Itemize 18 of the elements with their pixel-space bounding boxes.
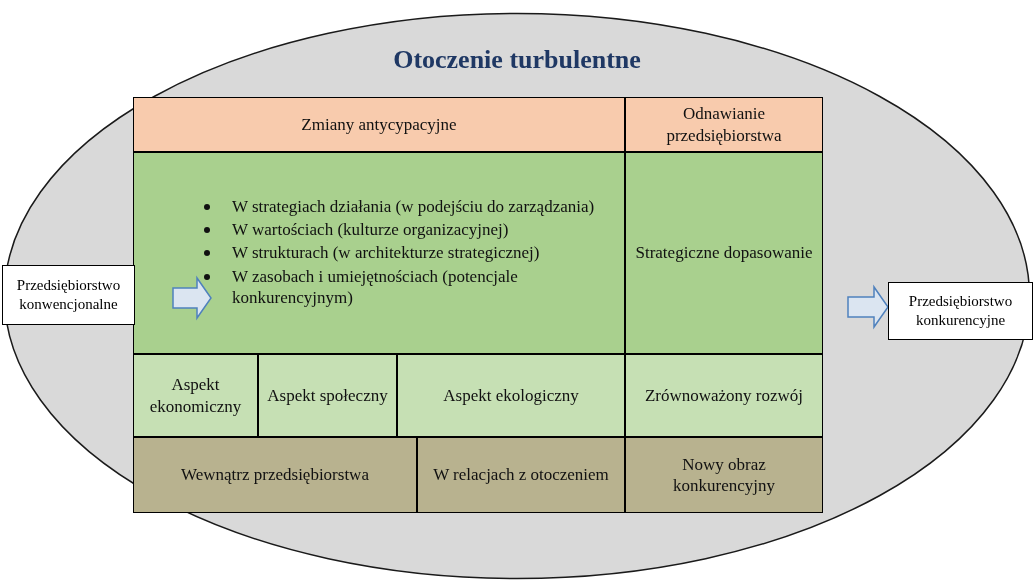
bullet-text: W wartościach (kulturze organizacyjnej) xyxy=(232,219,509,241)
bullet-text: W strukturach (w architekturze strategicznej) xyxy=(232,242,540,264)
table-cell: Zmiany antycypacyjne xyxy=(133,97,625,152)
table-cell: Wewnątrz przedsiębiorstwa xyxy=(133,437,417,513)
bullet-text: W strategiach działania (w podejściu do zarządzania) xyxy=(232,195,595,218)
table-cell: Aspekt społeczny xyxy=(258,354,397,437)
table-cell xyxy=(133,152,625,354)
table-cell: Strategiczne dopasowanie xyxy=(625,152,823,354)
block-arrow xyxy=(847,284,889,330)
title-text: Otoczenie turbulentne xyxy=(393,45,641,74)
table-cell: Odnawianie przedsiębiorstwa xyxy=(625,97,823,152)
table-cell: W relacjach z otoczeniem xyxy=(417,437,625,513)
bullet-text: W zasobach i umiejętnościach (potencjale konkurencyjnym) xyxy=(232,265,519,309)
block-arrow xyxy=(172,275,212,321)
table-cell: Nowy obraz konkurencyjny xyxy=(625,437,823,513)
table-cell: Aspekt ekonomiczny xyxy=(133,354,258,437)
table-cell: Aspekt ekologiczny xyxy=(397,354,625,437)
table-cell: Zrównoważony rozwój xyxy=(625,354,823,437)
